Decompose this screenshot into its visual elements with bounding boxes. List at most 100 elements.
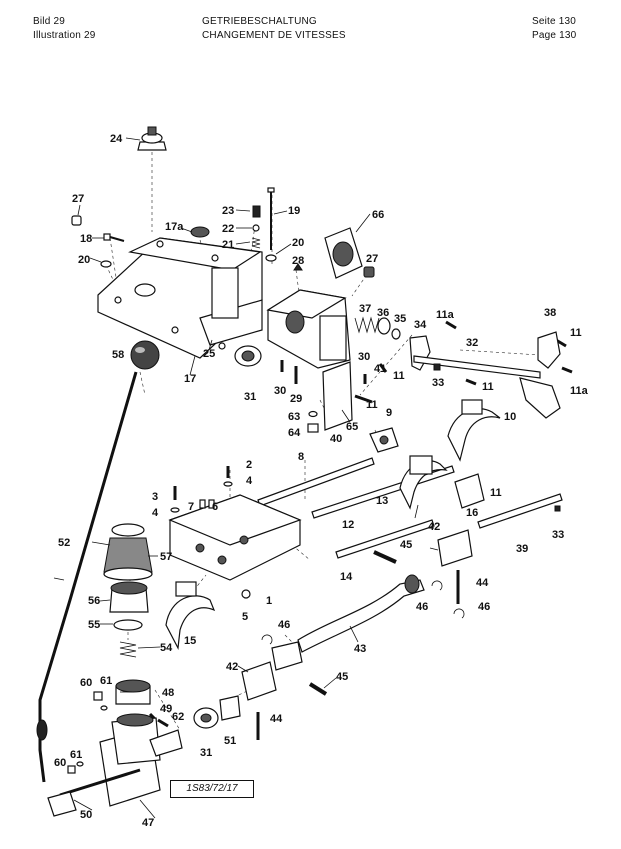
label-37: 37 bbox=[359, 303, 371, 315]
part-27-nut-right bbox=[363, 266, 375, 278]
part-56-cup bbox=[109, 581, 149, 613]
label-52: 52 bbox=[58, 537, 70, 549]
label-42: 42 bbox=[428, 521, 440, 533]
header-right: Seite 130 Page 130 bbox=[532, 15, 576, 43]
part-11-pin-a bbox=[465, 378, 477, 386]
label-25: 25 bbox=[203, 348, 215, 360]
part-52-lever-collar bbox=[36, 719, 48, 741]
part-14-rail bbox=[335, 519, 435, 559]
label-5: 5 bbox=[242, 611, 248, 623]
part-28-nipple bbox=[293, 263, 303, 271]
part-55-washer bbox=[113, 619, 143, 631]
label-60: 60 bbox=[80, 677, 92, 689]
label-44: 44 bbox=[476, 577, 489, 589]
part-24-breather-cap bbox=[137, 126, 167, 151]
label-20: 20 bbox=[78, 254, 90, 266]
part-35-circlip bbox=[391, 328, 401, 340]
label-61b: 61 bbox=[70, 749, 82, 761]
label-11-b: 11 bbox=[570, 327, 582, 339]
part-31-bushing-upper bbox=[234, 345, 262, 367]
part-6-pin bbox=[208, 499, 215, 509]
label-30b: 30 bbox=[358, 351, 370, 363]
part-41-pin bbox=[378, 363, 388, 373]
label-3: 3 bbox=[152, 491, 158, 503]
part-37-spring bbox=[354, 316, 380, 334]
label-64: 64 bbox=[288, 427, 301, 439]
label-4: 4 bbox=[246, 475, 253, 487]
label-65: 65 bbox=[346, 421, 358, 433]
label-14: 14 bbox=[340, 571, 353, 583]
label-8: 8 bbox=[298, 451, 304, 463]
part-15-fork bbox=[165, 595, 216, 651]
part-7-pin bbox=[199, 499, 206, 509]
label-60b: 60 bbox=[54, 757, 66, 769]
part-38-lever-fork bbox=[519, 377, 561, 419]
label-18: 18 bbox=[80, 233, 92, 245]
label-50: 50 bbox=[80, 809, 92, 821]
part-47-housing bbox=[99, 713, 183, 807]
part-57-boot bbox=[103, 523, 153, 581]
label-66: 66 bbox=[372, 209, 384, 221]
part-34-lever bbox=[409, 335, 431, 371]
part-36-washer bbox=[377, 317, 391, 335]
label-27b: 27 bbox=[366, 253, 378, 265]
part-46-circlip-a bbox=[431, 580, 443, 591]
label-29: 29 bbox=[290, 393, 302, 405]
label-38: 38 bbox=[544, 307, 556, 319]
label-32: 32 bbox=[466, 337, 478, 349]
header-title-de: GETRIEBESCHALTUNG bbox=[202, 16, 317, 27]
part-18-bolt bbox=[103, 233, 125, 242]
label-2: 2 bbox=[246, 459, 252, 471]
label-9: 9 bbox=[386, 407, 392, 419]
part-45-pin-upper bbox=[373, 550, 397, 564]
part-52-lever bbox=[38, 371, 138, 783]
part-10-fork-hub bbox=[461, 399, 483, 415]
label-63: 63 bbox=[288, 411, 300, 423]
part-4-washer-b bbox=[170, 507, 180, 513]
label-19: 19 bbox=[288, 205, 300, 217]
part-62-screw bbox=[157, 718, 169, 728]
part-17-shift-cover bbox=[97, 237, 263, 359]
part-61-washer-a bbox=[100, 705, 108, 711]
label-51: 51 bbox=[224, 735, 236, 747]
label-21: 21 bbox=[222, 239, 234, 251]
leader-lines bbox=[53, 137, 439, 819]
label-62: 62 bbox=[172, 711, 184, 723]
part-63-washer bbox=[308, 410, 318, 418]
label-16: 16 bbox=[466, 507, 478, 519]
label-46c: 46 bbox=[278, 619, 290, 631]
label-49: 49 bbox=[160, 703, 172, 715]
part-5-ball bbox=[241, 589, 251, 599]
part-10-fork bbox=[447, 408, 501, 462]
part-number-labels: 24 27 18 20 17a 23 22 21 19 20 28 66 27 … bbox=[54, 133, 589, 829]
label-11a: 11a bbox=[436, 309, 455, 321]
label-56: 56 bbox=[88, 595, 100, 607]
label-6: 6 bbox=[212, 501, 218, 513]
part-1-carrier bbox=[168, 494, 302, 581]
label-31b: 31 bbox=[200, 747, 212, 759]
label-33: 33 bbox=[432, 377, 444, 389]
part-21-23-detent bbox=[251, 205, 261, 249]
part-31-bushing-lower bbox=[193, 707, 219, 729]
part-46-circlip-c bbox=[261, 634, 273, 645]
label-11a-b: 11a bbox=[570, 385, 589, 397]
part-45-pin-lower bbox=[308, 682, 328, 696]
part-43-lever-clevis bbox=[271, 641, 303, 671]
part-43-lever bbox=[297, 579, 425, 653]
part-16-block bbox=[454, 473, 485, 509]
part-39-rod bbox=[477, 493, 563, 529]
label-27: 27 bbox=[72, 193, 84, 205]
label-15: 15 bbox=[184, 635, 196, 647]
part-64-plug bbox=[307, 423, 319, 433]
drawing-reference-code: 1S83/72/17 bbox=[170, 780, 254, 798]
label-11-e: 11 bbox=[490, 487, 502, 499]
part-33-pin-top bbox=[433, 363, 441, 371]
header-page-fr: Page 130 bbox=[532, 30, 577, 41]
part-43-lever-ball bbox=[404, 574, 420, 594]
part-42-block-upper bbox=[437, 529, 473, 567]
label-10: 10 bbox=[504, 411, 516, 423]
label-47: 47 bbox=[142, 817, 154, 829]
part-20-washer-left bbox=[100, 260, 112, 268]
label-11-a: 11 bbox=[393, 370, 405, 382]
